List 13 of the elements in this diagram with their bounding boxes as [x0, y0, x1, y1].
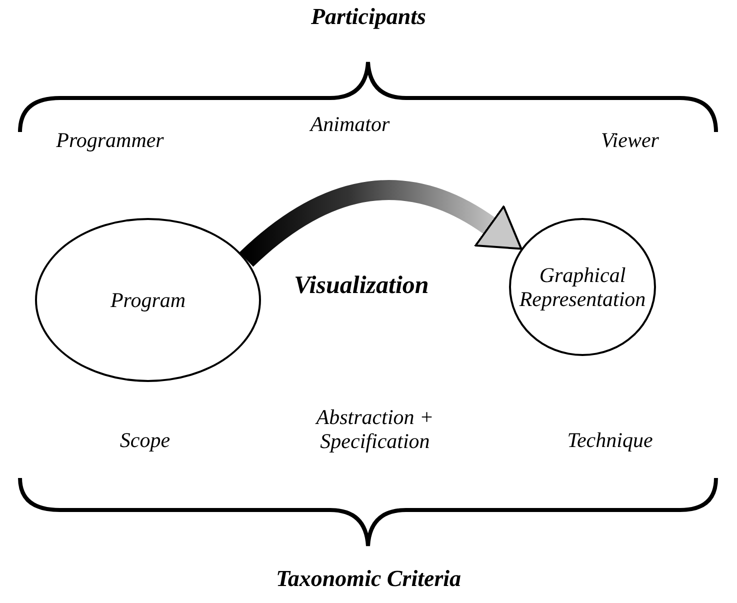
label: Scope — [118, 428, 172, 452]
ellipse-node — [35, 218, 261, 382]
ellipse-node — [509, 218, 656, 356]
node-label: Graphical Representation — [518, 262, 647, 312]
label: Abstraction + Specification — [314, 405, 435, 454]
label: Animator — [308, 112, 391, 136]
curved-arrow — [240, 180, 524, 267]
label: Technique — [566, 428, 654, 452]
caption: Taxonomic Criteria — [274, 566, 462, 592]
label: Programmer — [55, 128, 165, 152]
label: Viewer — [600, 128, 660, 152]
node-label: Program — [110, 288, 186, 312]
title: Participants — [310, 4, 427, 30]
